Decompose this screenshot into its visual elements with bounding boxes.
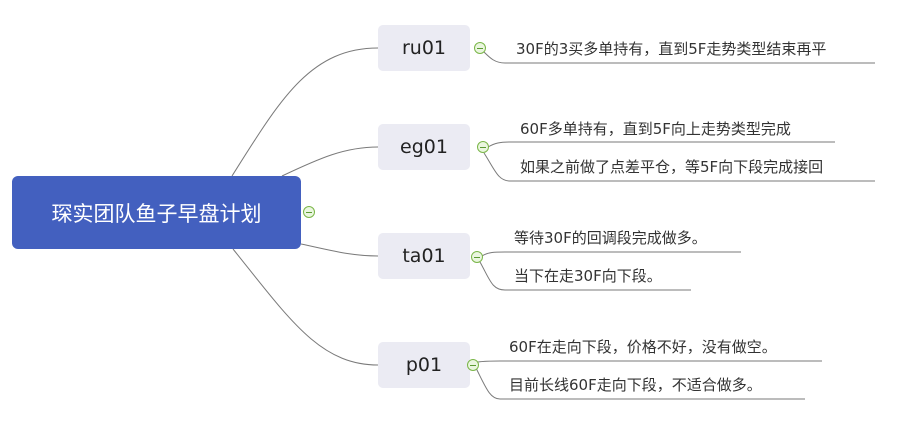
leaf-topic[interactable]: 60F在走向下段，价格不好，没有做空。: [509, 338, 777, 356]
connector-ta01-leaf0: [481, 251, 741, 257]
branch-label: ru01: [401, 37, 447, 59]
collapse-minus-icon[interactable]: [471, 251, 483, 263]
root-topic[interactable]: 琛实团队鱼子早盘计划: [12, 176, 301, 249]
leaf-topic[interactable]: 当下在走30F向下段。: [514, 267, 662, 285]
connector-root-ta01: [300, 243, 379, 257]
leaf-topic[interactable]: 30F的3买多单持有，直到5F走势类型结束再平: [516, 40, 827, 58]
branch-topic-ta01[interactable]: ta01: [378, 233, 470, 279]
connector-p01-leaf1: [475, 367, 805, 400]
connector-root-eg01: [281, 146, 379, 177]
branch-label: eg01: [400, 136, 448, 158]
connector-root-p01: [232, 248, 379, 366]
branch-topic-p01[interactable]: p01: [378, 342, 470, 388]
branch-label: p01: [405, 354, 443, 376]
connector-ta01-leaf1: [479, 261, 691, 291]
collapse-minus-icon[interactable]: [477, 141, 489, 153]
leaf-topic[interactable]: 等待30F的回调段完成做多。: [514, 229, 707, 247]
connector-p01-leaf0: [477, 360, 822, 363]
leaf-topic[interactable]: 60F多单持有，直到5F向上走势类型完成: [520, 120, 791, 138]
branch-label: ta01: [402, 245, 446, 267]
collapse-minus-icon[interactable]: [474, 42, 486, 54]
connector-eg01-leaf1: [483, 152, 875, 182]
branch-topic-ru01[interactable]: ru01: [378, 25, 470, 71]
branch-topic-eg01[interactable]: eg01: [378, 124, 470, 170]
collapse-minus-icon[interactable]: [467, 359, 479, 371]
root-topic-label: 琛实团队鱼子早盘计划: [51, 201, 262, 226]
connector-ru01-leaf0: [483, 51, 875, 64]
leaf-topic[interactable]: 目前长线60F走向下段，不适合做多。: [509, 376, 762, 394]
connector-eg01-leaf0: [487, 141, 835, 148]
collapse-minus-icon[interactable]: [303, 206, 315, 218]
leaf-topic[interactable]: 如果之前做了点差平仓，等5F向下段完成接回: [520, 158, 824, 176]
connector-root-ru01: [231, 47, 379, 177]
